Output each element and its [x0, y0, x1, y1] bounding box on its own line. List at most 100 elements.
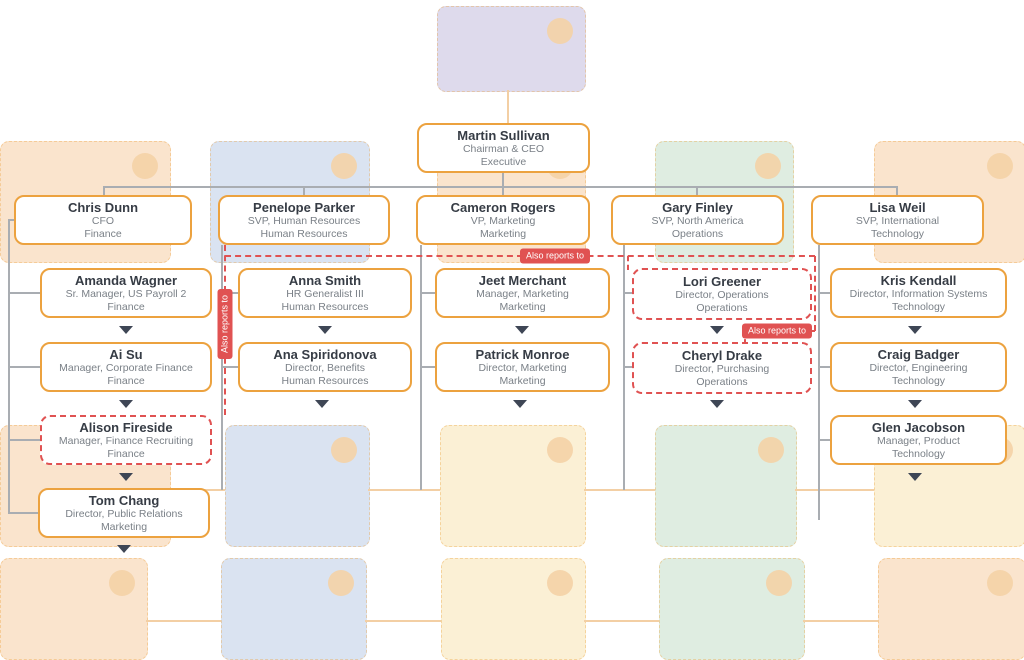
person-dept: Human Resources	[260, 227, 348, 240]
org-node-alison-fireside[interactable]: Alison Fireside Manager, Finance Recruit…	[40, 415, 212, 465]
collapsed-card[interactable]	[659, 558, 805, 660]
person-name: Alison Fireside	[79, 419, 173, 435]
org-node-amanda-wagner[interactable]: Amanda Wagner Sr. Manager, US Payroll 2 …	[40, 268, 212, 318]
avatar-placeholder-circle	[547, 437, 573, 463]
person-title: HR Generalist III	[286, 287, 364, 300]
connector-line	[8, 219, 14, 221]
collapse-arrow-icon[interactable]	[908, 473, 922, 481]
collapsed-card-executive[interactable]	[437, 6, 586, 92]
connector-line	[502, 186, 504, 196]
connector-line	[420, 292, 435, 294]
org-node-lori-greener[interactable]: Lori Greener Director, Operations Operat…	[632, 268, 812, 320]
collapsed-card[interactable]	[0, 558, 148, 660]
connector-line	[818, 292, 830, 294]
person-dept: Finance	[107, 300, 145, 313]
person-title: SVP, Human Resources	[247, 214, 361, 227]
avatar-placeholder-circle	[109, 570, 135, 596]
collapse-arrow-icon[interactable]	[710, 326, 724, 334]
person-name: Chris Dunn	[67, 199, 139, 215]
person-dept: Human Resources	[281, 374, 369, 387]
person-title: Director, Marketing	[478, 361, 567, 374]
connector-line	[818, 439, 830, 441]
collapse-arrow-icon[interactable]	[119, 400, 133, 408]
person-title: Manager, Product	[877, 434, 960, 447]
org-node-lisa-weil[interactable]: Lisa Weil SVP, International Technology	[811, 195, 984, 245]
avatar-placeholder-circle	[547, 570, 573, 596]
avatar-placeholder-circle	[547, 18, 573, 44]
connector-line	[803, 620, 878, 622]
org-node-glen-jacobson[interactable]: Glen Jacobson Manager, Product Technolog…	[830, 415, 1007, 465]
connector-line	[303, 186, 305, 196]
collapsed-card[interactable]	[225, 425, 370, 547]
collapse-arrow-icon[interactable]	[315, 400, 329, 408]
collapse-arrow-icon[interactable]	[119, 326, 133, 334]
collapse-arrow-icon[interactable]	[513, 400, 527, 408]
person-name: Cameron Rogers	[450, 199, 556, 215]
org-node-martin-sullivan[interactable]: Martin Sullivan Chairman & CEO Executive	[417, 123, 590, 173]
person-name: Gary Finley	[662, 199, 733, 215]
connector-line	[623, 366, 632, 368]
person-dept: Technology	[891, 447, 946, 460]
avatar-placeholder-circle	[328, 570, 354, 596]
avatar-placeholder-circle	[132, 153, 158, 179]
org-node-chris-dunn[interactable]: Chris Dunn CFO Finance	[14, 195, 192, 245]
connector-line	[818, 366, 830, 368]
person-dept: Finance	[107, 374, 145, 387]
org-node-kris-kendall[interactable]: Kris Kendall Director, Information Syste…	[830, 268, 1007, 318]
org-node-anna-smith[interactable]: Anna Smith HR Generalist III Human Resou…	[238, 268, 412, 318]
collapse-arrow-icon[interactable]	[908, 400, 922, 408]
also-reports-line	[627, 256, 629, 270]
person-name: Cheryl Drake	[681, 347, 763, 363]
connector-line	[8, 439, 40, 441]
person-dept: Operations	[671, 227, 724, 240]
person-dept: Finance	[107, 447, 145, 460]
org-node-ana-spiridonova[interactable]: Ana Spiridonova Director, Benefits Human…	[238, 342, 412, 392]
org-node-cameron-rogers[interactable]: Cameron Rogers VP, Marketing Marketing	[416, 195, 590, 245]
org-node-tom-chang[interactable]: Tom Chang Director, Public Relations Mar…	[38, 488, 210, 538]
org-node-patrick-monroe[interactable]: Patrick Monroe Director, Marketing Marke…	[435, 342, 610, 392]
collapsed-card[interactable]	[878, 558, 1024, 660]
collapsed-card[interactable]	[441, 558, 586, 660]
person-name: Ai Su	[109, 346, 143, 362]
connector-line	[146, 620, 221, 622]
org-node-cheryl-drake[interactable]: Cheryl Drake Director, Purchasing Operat…	[632, 342, 812, 394]
collapsed-card[interactable]	[655, 425, 797, 547]
avatar-placeholder-circle	[987, 570, 1013, 596]
person-dept: Technology	[891, 374, 946, 387]
collapse-arrow-icon[interactable]	[908, 326, 922, 334]
collapsed-card[interactable]	[221, 558, 367, 660]
org-node-penelope-parker[interactable]: Penelope Parker SVP, Human Resources Hum…	[218, 195, 390, 245]
collapse-arrow-icon[interactable]	[119, 473, 133, 481]
person-title: CFO	[91, 214, 115, 227]
connector-line	[368, 489, 440, 491]
avatar-placeholder-circle	[766, 570, 792, 596]
collapse-arrow-icon[interactable]	[318, 326, 332, 334]
connector-line	[365, 620, 441, 622]
person-name: Penelope Parker	[253, 199, 355, 215]
connector-line	[818, 245, 820, 520]
connector-line	[502, 172, 504, 186]
org-node-gary-finley[interactable]: Gary Finley SVP, North America Operation…	[611, 195, 784, 245]
collapse-arrow-icon[interactable]	[117, 545, 131, 553]
person-dept: Marketing	[479, 227, 527, 240]
person-title: Manager, Corporate Finance	[59, 361, 193, 374]
collapse-arrow-icon[interactable]	[710, 400, 724, 408]
connector-line	[507, 90, 509, 123]
collapsed-card[interactable]	[440, 425, 586, 547]
person-name: Tom Chang	[88, 492, 160, 508]
person-dept: Technology	[870, 227, 925, 240]
person-title: Chairman & CEO	[462, 142, 545, 155]
person-dept: Operations	[696, 301, 748, 314]
person-name: Lisa Weil	[869, 199, 926, 215]
collapse-arrow-icon[interactable]	[515, 326, 529, 334]
person-dept: Executive	[480, 155, 527, 168]
person-name: Anna Smith	[288, 272, 362, 288]
org-node-craig-badger[interactable]: Craig Badger Director, Engineering Techn…	[830, 342, 1007, 392]
avatar-placeholder-circle	[755, 153, 781, 179]
org-node-jeet-merchant[interactable]: Jeet Merchant Manager, Marketing Marketi…	[435, 268, 610, 318]
org-node-ai-su[interactable]: Ai Su Manager, Corporate Finance Finance	[40, 342, 212, 392]
person-title: Manager, Marketing	[476, 287, 569, 300]
connector-line	[103, 186, 897, 188]
connector-line	[420, 366, 435, 368]
person-name: Glen Jacobson	[871, 419, 966, 435]
